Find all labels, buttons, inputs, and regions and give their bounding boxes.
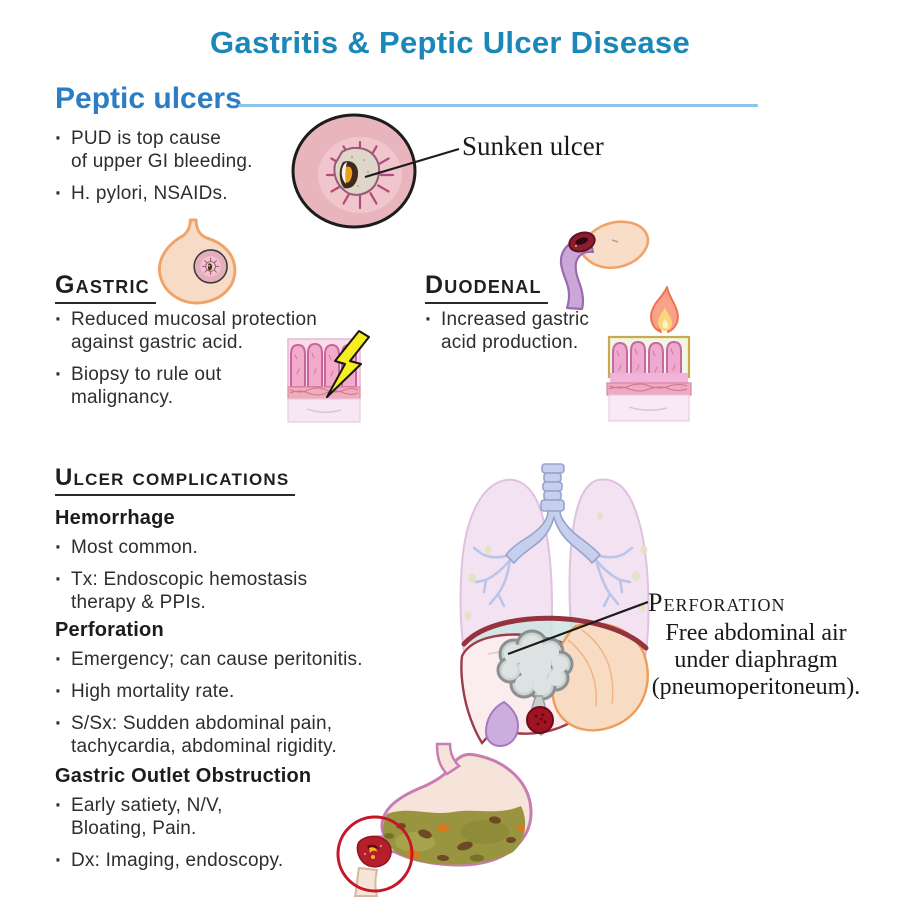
duodenal-heading: Duodenal xyxy=(425,271,548,304)
list-item: Dx: Imaging, endoscopy. xyxy=(55,849,395,872)
list-item: Tx: Endoscopic hemostasis therapy & PPIs… xyxy=(55,568,395,614)
sunken-ulcer-label: Sunken ulcer xyxy=(462,131,604,161)
list-item-text: S/Sx: Sudden abdominal pain, tachycardia… xyxy=(71,713,337,757)
heading-divider-line xyxy=(238,104,758,107)
list-item-text: Early satiety, N/V, Bloating, Pain. xyxy=(71,795,223,839)
callout-pointer-line xyxy=(364,147,460,179)
list-item: Increased gastric acid production. xyxy=(425,308,645,354)
peptic-ulcers-list: PUD is top cause of upper GI bleeding. H… xyxy=(55,127,305,205)
list-item: High mortality rate. xyxy=(55,680,445,703)
list-item: H. pylori, NSAIDs. xyxy=(55,182,305,205)
obstruction-subheading: Gastric Outlet Obstruction xyxy=(55,765,312,787)
list-item: Early satiety, N/V, Bloating, Pain. xyxy=(55,794,395,840)
perforation-callout-label: Perforation xyxy=(648,588,786,617)
complications-heading: Ulcer complications xyxy=(55,464,296,496)
hemorrhage-list: Most common. Tx: Endoscopic hemostasis t… xyxy=(55,536,395,614)
list-item-text: Tx: Endoscopic hemostasis therapy & PPIs… xyxy=(71,569,308,613)
gastric-heading: Gastric xyxy=(55,271,156,304)
perforation-list: Emergency; can cause peritonitis. High m… xyxy=(55,648,445,758)
list-item-text: Biopsy to rule out malignancy. xyxy=(71,364,222,408)
duodenal-list: Increased gastric acid production. xyxy=(425,308,645,354)
stomach-outlet-obstruction-illustration xyxy=(336,742,533,897)
list-item: Most common. xyxy=(55,536,395,559)
list-item: Emergency; can cause peritonitis. xyxy=(55,648,445,671)
list-item-text: Most common. xyxy=(71,537,198,558)
page-title: Gastritis & Peptic Ulcer Disease xyxy=(210,25,690,60)
perforation-callout-caption: Free abdominal air under diaphragm (pneu… xyxy=(651,620,861,700)
section-heading-peptic-ulcers: Peptic ulcers xyxy=(55,82,242,115)
perforation-pointer-line xyxy=(507,600,649,656)
lungs-diaphragm-illustration xyxy=(459,463,650,748)
list-item-text: Emergency; can cause peritonitis. xyxy=(71,649,363,670)
gastric-mucosa-lightning-icon xyxy=(287,330,370,423)
list-item: Biopsy to rule out malignancy. xyxy=(55,363,385,409)
perforation-subheading: Perforation xyxy=(55,619,164,641)
list-item: PUD is top cause of upper GI bleeding. xyxy=(55,127,305,173)
obstruction-list: Early satiety, N/V, Bloating, Pain. Dx: … xyxy=(55,794,395,872)
list-item-text: High mortality rate. xyxy=(71,681,235,702)
list-item-text: Reduced mucosal protection against gastr… xyxy=(71,309,318,353)
sunken-ulcer-illustration xyxy=(291,113,417,229)
list-item-text: PUD is top cause of upper GI bleeding. xyxy=(71,128,253,172)
list-item-text: Increased gastric acid production. xyxy=(441,309,590,353)
hemorrhage-subheading: Hemorrhage xyxy=(55,507,175,529)
stomach-ulcer-icon xyxy=(157,218,237,305)
list-item-text: H. pylori, NSAIDs. xyxy=(71,183,228,204)
duodenum-ulcer-icon xyxy=(559,220,650,311)
duodenal-mucosa-flame-icon xyxy=(606,286,692,422)
list-item-text: Dx: Imaging, endoscopy. xyxy=(71,850,284,871)
gastric-list: Reduced mucosal protection against gastr… xyxy=(55,308,385,409)
list-item: Reduced mucosal protection against gastr… xyxy=(55,308,385,354)
list-item: S/Sx: Sudden abdominal pain, tachycardia… xyxy=(55,712,445,758)
